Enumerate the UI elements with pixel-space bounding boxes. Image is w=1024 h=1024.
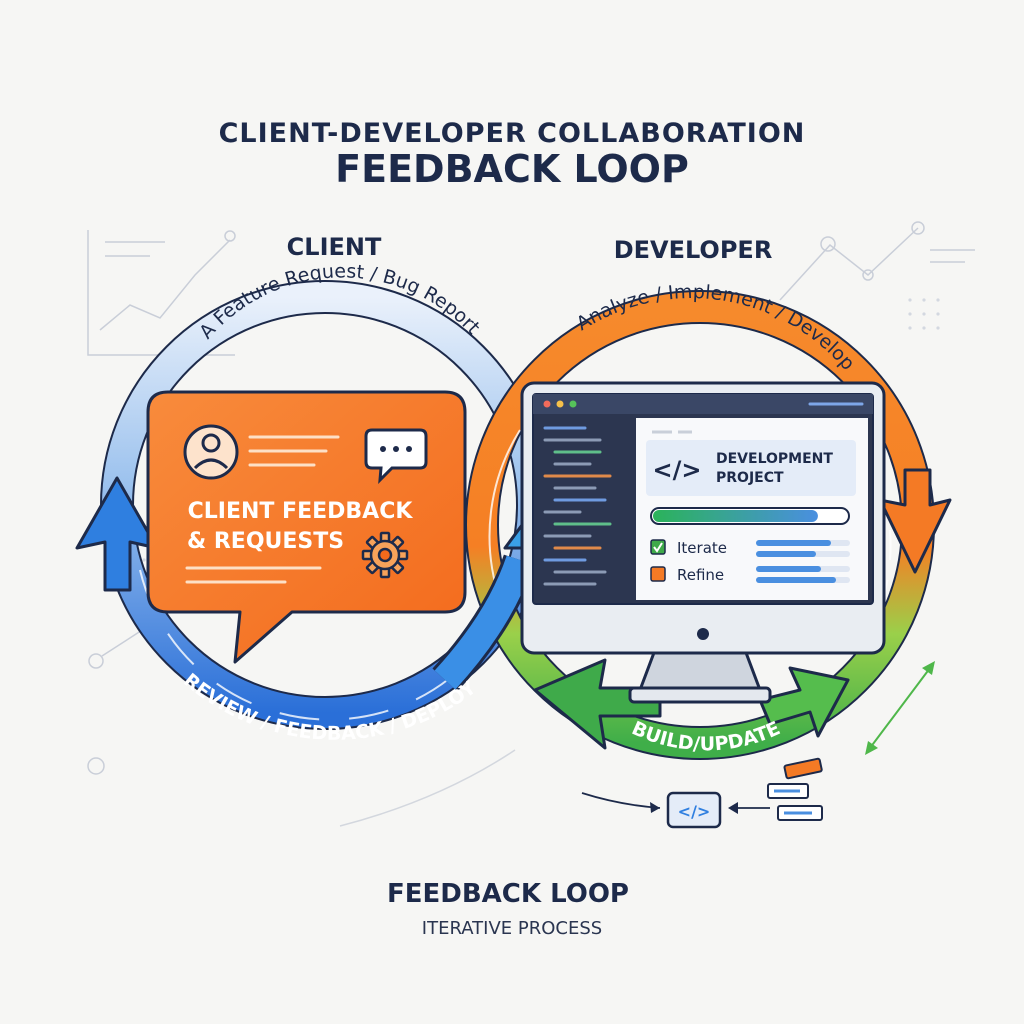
gear-icon xyxy=(361,531,409,579)
code-lines xyxy=(543,426,612,586)
line-chart-icon xyxy=(99,239,231,331)
card-title-line-1: CLIENT FEEDBACK xyxy=(188,499,414,524)
bottom-right-green-arrowhead xyxy=(758,666,850,738)
task-2-label: Refine xyxy=(677,566,724,584)
checkbox-icon xyxy=(650,566,666,582)
chat-bubble-icon xyxy=(364,428,428,484)
code-icon: </> xyxy=(678,802,711,821)
footer-title: FEEDBACK LOOP xyxy=(387,879,629,909)
line-chart-icon xyxy=(779,227,919,301)
code-icon: </> xyxy=(653,456,702,484)
developer-heading: DEVELOPER xyxy=(614,236,773,264)
client-feedback-card: CLIENT FEEDBACK & REQUESTS xyxy=(146,390,467,664)
code-badge: </> xyxy=(581,791,770,829)
title-line-1: CLIENT-DEVELOPER COLLABORATION xyxy=(219,118,806,149)
footer-subtitle: ITERATIVE PROCESS xyxy=(422,918,602,939)
double-arrow-decor xyxy=(865,661,935,755)
project-title-line-1: DEVELOPMENT xyxy=(716,451,833,467)
code-blocks-icon xyxy=(767,757,823,821)
progress-fill xyxy=(653,510,818,522)
task-refine: Refine xyxy=(650,566,850,584)
task-1-label: Iterate xyxy=(677,539,727,557)
project-title-line-2: PROJECT xyxy=(716,470,784,486)
client-heading: CLIENT xyxy=(287,233,382,261)
card-title-line-2: & REQUESTS xyxy=(187,529,344,554)
developer-monitor: </> DEVELOPMENT PROJECT Iterate Refine xyxy=(520,381,886,704)
title-line-2: FEEDBACK LOOP xyxy=(335,147,689,191)
background-decor xyxy=(87,221,975,827)
task-iterate: Iterate xyxy=(650,539,850,557)
checkbox-icon xyxy=(650,539,666,555)
user-avatar-icon xyxy=(183,424,239,480)
